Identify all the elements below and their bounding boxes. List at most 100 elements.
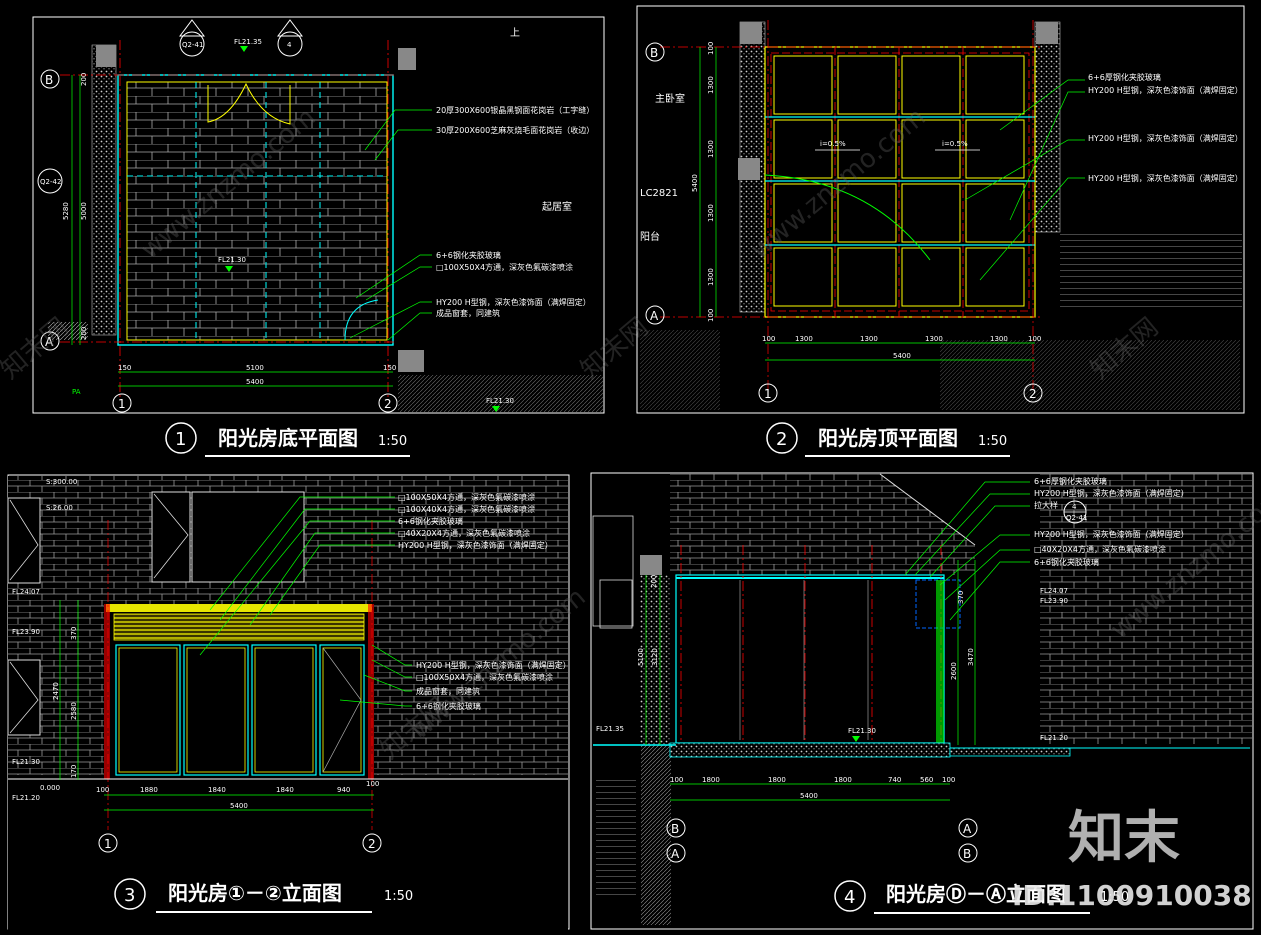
plan2-room-label: 主卧室	[655, 92, 685, 105]
elev4-level: FL21.20	[1040, 734, 1068, 742]
elev4-dim: 2600	[950, 662, 958, 680]
elev4-scale: 1:50	[1100, 890, 1129, 905]
plan1-steel-frame	[117, 74, 394, 346]
elev4-grid-b2: B	[963, 847, 971, 861]
elev4-sym: 4	[1072, 503, 1077, 511]
plan2-dim: 1300	[860, 335, 878, 343]
plan2-title-bubble	[766, 422, 798, 454]
elev3-title: 阳光房①－②立面图	[168, 881, 342, 905]
plan1-title-bubble	[165, 422, 197, 454]
plan2-number: 2	[776, 429, 787, 450]
elev4-dim-total: 5400	[800, 792, 818, 800]
elev3-dim: 2580	[70, 702, 78, 720]
grid-bubble	[958, 843, 978, 863]
elev3-dim: 370	[70, 627, 78, 640]
watermark-text: 知末网	[0, 312, 74, 385]
plan2-note: HY200 H型钢，深灰色漆饰面（满焊固定）	[1088, 85, 1243, 95]
grid-bubble	[645, 42, 665, 62]
elev4-dim: 560	[920, 776, 933, 784]
section-symbol-icon	[277, 31, 303, 57]
elev4-dim: 1800	[768, 776, 786, 784]
grid-bubble	[98, 833, 118, 853]
plan1-dim-vertical: 200	[80, 327, 88, 340]
plan2-slope: i=0.5%	[942, 140, 968, 148]
elev4-sym-ref: Q2-41	[1066, 514, 1087, 522]
elev4-note: 6+6厚钢化夹胶玻璃	[1034, 476, 1107, 486]
elev4-brick-wall	[670, 474, 975, 575]
elev4-level: FL24.07	[1040, 587, 1068, 595]
plan1-level: FL21.35	[234, 38, 262, 46]
elev4-grid-a2: A	[963, 822, 972, 836]
elev4-dim: 200	[650, 575, 658, 588]
plan2-dim: 1300	[707, 76, 715, 94]
elev3-note: □100X50X4方通，深灰色氟碳漆喷涂	[416, 672, 553, 682]
plan1-grid-a: A	[45, 335, 54, 349]
elev3-grid-1: 1	[104, 837, 112, 851]
plan2-title: 阳光房顶平面图	[818, 426, 958, 450]
grid-bubble	[112, 393, 132, 413]
plan1-dim: 150	[383, 364, 396, 372]
elev4-title: 阳光房Ⓓ－Ⓐ立面图	[886, 882, 1066, 906]
level-marker-icon	[852, 736, 860, 742]
elev4-note: HY200 H型钢，深灰色漆饰面（满焊固定）	[1034, 488, 1189, 498]
elev3-dim: 170	[70, 765, 78, 778]
elev3-dim: 2470	[52, 682, 60, 700]
elev4-grid-a: A	[671, 847, 680, 861]
elev3-dim: 1840	[276, 786, 294, 794]
grid-bubble	[1023, 383, 1043, 403]
plan1-room-label: 起居室	[542, 200, 572, 213]
plan2-grid-1: 1	[764, 387, 772, 401]
elev3-level: S:300.00	[46, 478, 77, 486]
elev4-dim: 1800	[834, 776, 852, 784]
grid-bubble	[40, 69, 60, 89]
grid-bubble	[958, 818, 978, 838]
level-marker-icon	[225, 266, 233, 272]
elev3-dim: 100	[366, 780, 379, 788]
elev4-dim: 740	[888, 776, 901, 784]
elev3-dim: 100	[96, 786, 109, 794]
plan1-column	[96, 45, 116, 67]
grid-bubble	[758, 383, 778, 403]
plan1-note: □100X50X4方通，深灰色氟碳漆喷涂	[436, 262, 573, 272]
elev3-note: 成品窗套，同建筑	[416, 686, 480, 696]
elev3-dim: 1880	[140, 786, 158, 794]
plan2-dim: 1300	[990, 335, 1008, 343]
plan1-note: HY200 H型钢，深灰色漆饰面（满焊固定）	[436, 297, 591, 307]
plan1-level: FL21.30	[486, 397, 514, 405]
plan1-paving	[127, 82, 387, 340]
plan1-left-wall	[91, 44, 117, 336]
elev3-note: 6+6钢化夹胶玻璃	[416, 701, 481, 711]
plan1-dim-vertical: 5000	[80, 202, 88, 220]
plan1-sym: 4	[287, 41, 292, 49]
elev3-note: HY200 H型钢，深灰色漆饰面（满焊固定）	[416, 660, 571, 670]
plan2-dim: 1300	[707, 140, 715, 158]
elev4-dim: 1800	[702, 776, 720, 784]
plan1-sym: Q2-41	[182, 41, 203, 49]
plan2-note: 6+6厚钢化夹胶玻璃	[1088, 72, 1161, 82]
plan1-dim-vertical: 5280	[62, 202, 70, 220]
elev3-note: □100X50X4方通，深灰色氟碳漆喷涂	[398, 492, 535, 502]
grid-bubble	[378, 393, 398, 413]
elev3-dim: 0.000	[40, 784, 60, 792]
elev3-level: FL21.30	[12, 758, 40, 766]
elev4-title-bubble	[834, 880, 866, 912]
plan1-sym: Q2-42	[40, 178, 61, 186]
elev3-note: HY200 H型钢，深灰色漆饰面（满焊固定）	[398, 540, 553, 550]
elev4-dim: 370	[957, 591, 965, 604]
elev4-dim: 3120	[651, 648, 659, 666]
plan1-dim-total: 5400	[246, 378, 264, 386]
elev4-note: 6+6钢化夹胶玻璃	[1034, 557, 1099, 567]
elev3-level: FL23.90	[12, 628, 40, 636]
plan1-panel: 150 5100 150 5400 5280 5000 200 200 B A …	[32, 16, 605, 457]
elev4-level: FL21.30	[848, 727, 876, 735]
elev3-number: 3	[124, 885, 135, 906]
grid-bubble	[40, 331, 60, 351]
section-symbol-icon	[37, 168, 63, 194]
plan1-stair-label: 上	[510, 27, 520, 39]
elev3-note: □100X40X4方通，深灰色氟碳漆喷涂	[398, 504, 535, 514]
plan2-dim: 100	[707, 42, 715, 55]
elev4-note: □40X20X4方通，深灰色氟碳漆喷涂	[1034, 544, 1166, 554]
elev4-note: HY200 H型钢，深灰色漆饰面（满焊固定）	[1034, 529, 1189, 539]
plan2-right-wall	[1034, 21, 1061, 233]
plan1-grid-1: 1	[118, 397, 126, 411]
